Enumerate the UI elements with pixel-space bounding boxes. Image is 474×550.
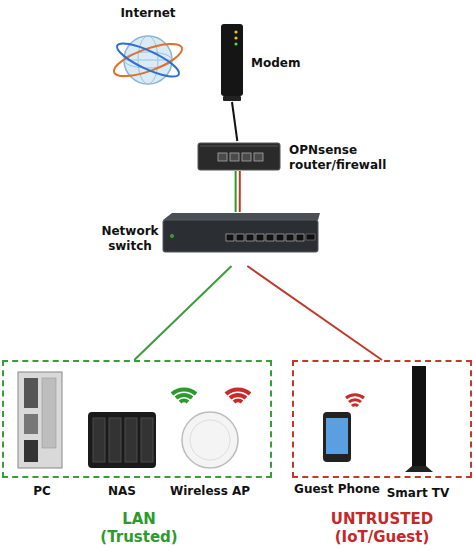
device-label: Wireless AP — [160, 484, 260, 499]
pc-panel — [24, 378, 38, 408]
zone-label: UNTRUSTED (IoT/Guest) — [322, 510, 442, 546]
device-label: OPNsense router/firewall — [289, 143, 389, 173]
device-node: Wireless AP — [160, 370, 260, 496]
switch-port — [266, 234, 274, 241]
device-node: OPNsense router/firewall — [197, 141, 281, 171]
wifi-signal — [172, 389, 196, 402]
modem-light — [234, 30, 237, 33]
switch-led — [170, 234, 174, 238]
ap-body — [182, 412, 238, 468]
switch-port — [246, 234, 254, 241]
device-node: Smart TV — [380, 370, 456, 496]
modem-light — [234, 36, 237, 39]
device-node: Network switch — [162, 212, 320, 266]
network-link — [134, 266, 231, 360]
pc-tower — [18, 372, 62, 468]
wifi-signal — [346, 395, 364, 406]
pc-slots — [42, 378, 56, 448]
tv-panel — [412, 366, 426, 466]
switch-port — [226, 234, 234, 241]
modem-stand — [223, 96, 241, 101]
network-link — [232, 102, 237, 141]
switch-port — [256, 234, 264, 241]
nas-body — [88, 412, 156, 468]
nas-bay — [93, 418, 105, 462]
nas-bay — [141, 418, 153, 462]
zone-box: PCNASWireless APLAN (Trusted) — [2, 360, 272, 478]
switch-port — [276, 234, 284, 241]
network-link — [247, 266, 382, 360]
phone-screen — [326, 418, 348, 454]
switch-port — [236, 234, 244, 241]
router-port — [254, 153, 263, 161]
switch-top — [163, 213, 320, 220]
nas-bay — [109, 418, 121, 462]
device-node: PC — [14, 370, 70, 496]
device-node: NAS — [82, 370, 162, 496]
switch-port — [296, 234, 304, 241]
zone-label: LAN (Trusted) — [91, 510, 187, 546]
globe-orbit — [110, 37, 185, 82]
router-port — [230, 153, 239, 161]
modem-body — [221, 24, 243, 96]
ap-ring — [190, 420, 230, 460]
modem-light — [234, 42, 237, 45]
router-port — [242, 153, 251, 161]
device-node: Modem — [219, 22, 245, 102]
router-fin — [200, 146, 278, 147]
device-label: NAS — [82, 484, 162, 499]
pc-panel — [24, 414, 38, 434]
device-label: Guest Phone — [294, 482, 380, 497]
device-label: Smart TV — [380, 486, 456, 501]
device-label: PC — [14, 484, 70, 499]
router-port — [218, 153, 227, 161]
device-node: Guest Phone — [294, 370, 380, 496]
router-body — [198, 143, 280, 170]
switch-body — [163, 220, 318, 252]
nas-bay — [125, 418, 137, 462]
globe-orbit — [113, 37, 182, 82]
network-link — [235, 171, 237, 212]
switch-port — [286, 234, 294, 241]
tv-stand — [405, 466, 433, 472]
phone-body — [323, 412, 351, 462]
zone-box: Guest PhoneSmart TVUNTRUSTED (IoT/Guest) — [292, 360, 472, 478]
device-label: Network switch — [100, 224, 160, 254]
pc-psu — [24, 440, 38, 462]
device-label: Modem — [251, 56, 311, 71]
device-label: Internet — [108, 6, 188, 21]
wifi-signal — [226, 389, 250, 402]
switch-sfp — [306, 234, 315, 240]
network-link — [239, 171, 241, 212]
device-node: Internet — [108, 6, 188, 90]
